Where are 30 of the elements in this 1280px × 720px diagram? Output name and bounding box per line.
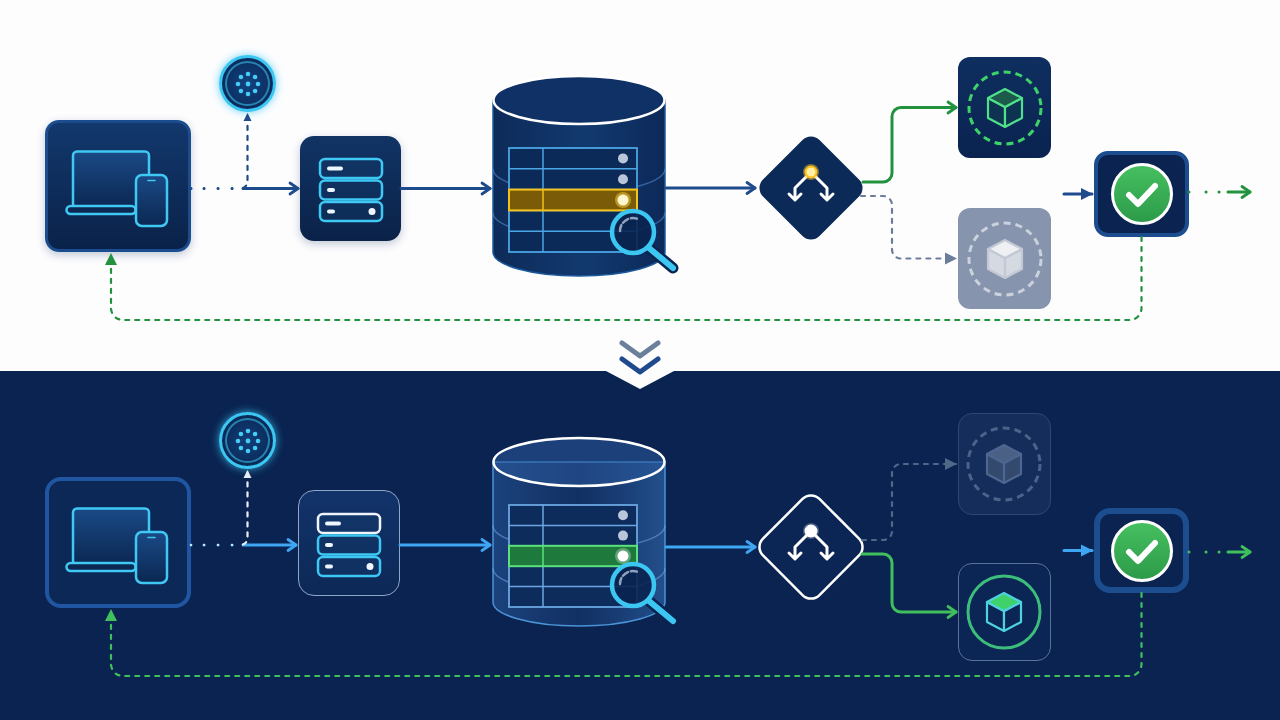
container-card xyxy=(958,57,1051,158)
dashed-arrow xyxy=(1187,185,1252,199)
node-circle xyxy=(219,55,276,112)
dashed-arrow xyxy=(860,458,958,542)
arrow xyxy=(664,181,757,195)
success-card xyxy=(1094,151,1189,237)
arrow xyxy=(1062,544,1094,557)
dashed-arrow xyxy=(859,194,958,265)
dashed-arrow xyxy=(105,235,1143,322)
success-card xyxy=(1094,508,1189,593)
node-circle xyxy=(219,412,276,469)
arrow xyxy=(1062,188,1094,200)
arrow xyxy=(860,552,958,619)
dashed-arrow xyxy=(189,112,252,190)
faded-container-card xyxy=(958,208,1051,309)
server-card xyxy=(298,490,400,596)
device-card xyxy=(45,120,191,252)
arrow xyxy=(861,100,958,184)
container-card xyxy=(958,563,1051,661)
dark-panel xyxy=(0,371,1280,720)
faded-container-card xyxy=(958,413,1051,515)
arrow xyxy=(398,538,492,552)
server-card xyxy=(300,136,401,241)
dashed-arrow xyxy=(189,469,252,547)
device-card xyxy=(45,477,191,608)
arrow xyxy=(399,181,492,196)
arrow xyxy=(664,540,757,554)
dashed-arrow xyxy=(1187,545,1252,559)
dashed-arrow xyxy=(105,591,1143,678)
dashed-arrow xyxy=(189,181,300,196)
